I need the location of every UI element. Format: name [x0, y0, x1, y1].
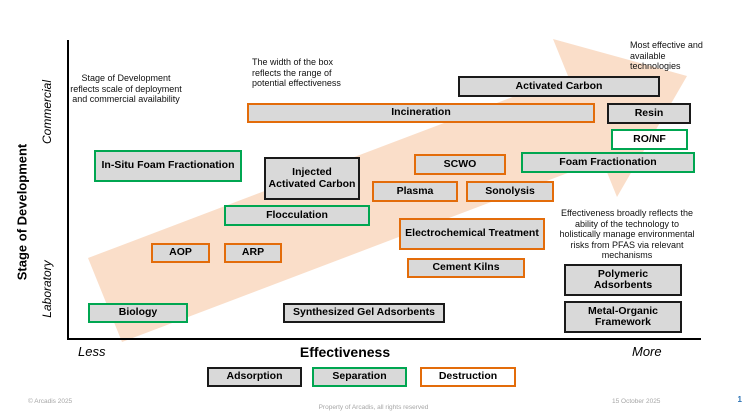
legend-item-label: Destruction [438, 370, 498, 383]
tech-box-biology: Biology [88, 303, 188, 323]
tech-box-label: Electrochemical Treatment [405, 227, 539, 240]
tech-box-plasma: Plasma [372, 181, 458, 202]
y-axis-commercial-label: Commercial [40, 79, 54, 145]
stage-of-development-note: Stage of Development reflects scale of d… [70, 73, 182, 105]
tech-box-label: Cement Kilns [432, 261, 500, 274]
tech-box-label: RO/NF [633, 132, 666, 145]
tech-box-label: Incineration [391, 106, 451, 119]
legend-item-label: Adsorption [226, 370, 283, 383]
tech-box-metal-organic-framework: Metal-Organic Framework [564, 301, 682, 333]
tech-box-label: Injected Activated Carbon [268, 166, 356, 190]
tech-box-injected-activated-carbon: Injected Activated Carbon [264, 157, 360, 200]
tech-box-in-situ-foam-fractionation: In-Situ Foam Fractionation [94, 150, 242, 182]
tech-box-label: SCWO [443, 157, 477, 170]
tech-box-scwo: SCWO [414, 154, 506, 175]
x-axis-title: Effectiveness [299, 344, 391, 360]
tech-box-label: ARP [241, 246, 265, 259]
effectiveness-note: Effectiveness broadly reflects the abili… [559, 208, 695, 261]
tech-box-label: Synthesized Gel Adsorbents [293, 306, 435, 319]
page-number: 1 [737, 395, 742, 404]
tech-box-flocculation: Flocculation [224, 205, 370, 226]
tech-box-label: Activated Carbon [515, 79, 603, 92]
most-effective-note: Most effective and available technologie… [630, 40, 703, 72]
y-axis-laboratory-label: Laboratory [40, 260, 54, 318]
legend-item-separation: Separation [312, 367, 407, 387]
tech-box-synthesized-gel-adsorbents: Synthesized Gel Adsorbents [283, 303, 445, 323]
tech-box-label: Resin [634, 106, 664, 119]
tech-box-label: Sonolysis [485, 184, 535, 197]
tech-box-electrochemical-treatment: Electrochemical Treatment [399, 218, 545, 250]
footer-property-note: Property of Arcadis, all rights reserved [318, 404, 429, 411]
tech-box-label: Metal-Organic Framework [587, 304, 658, 328]
x-axis-less-label: Less [78, 344, 106, 359]
legend-item-label: Separation [332, 370, 387, 383]
tech-box-polymeric-adsorbents: Polymeric Adsorbents [564, 264, 682, 296]
tech-box-incineration: Incineration [247, 103, 595, 123]
tech-box-label: Flocculation [266, 208, 328, 221]
y-axis-title: Stage of Development [14, 143, 30, 281]
tech-box-label: Biology [118, 306, 158, 319]
footer-date: 15 October 2025 [612, 398, 661, 405]
x-axis-line [67, 338, 701, 340]
tech-box-label: AOP [169, 246, 192, 259]
tech-box-label: In-Situ Foam Fractionation [101, 159, 235, 172]
tech-box-ro-nf: RO/NF [611, 129, 688, 150]
tech-box-arp: ARP [224, 243, 282, 263]
tech-box-aop: AOP [151, 243, 210, 263]
tech-box-cement-kilns: Cement Kilns [407, 258, 525, 278]
tech-box-label: Foam Fractionation [559, 155, 657, 168]
x-axis-more-label: More [632, 344, 662, 359]
tech-box-label: Plasma [396, 184, 434, 197]
y-axis-line [67, 40, 69, 340]
footer-copyright: © Arcadis 2025 [28, 398, 73, 405]
legend-item-destruction: Destruction [420, 367, 516, 387]
box-width-note: The width of the box reflects the range … [252, 57, 341, 89]
tech-box-activated-carbon: Activated Carbon [458, 76, 660, 97]
tech-box-foam-fractionation: Foam Fractionation [521, 152, 695, 173]
tech-box-label: Polymeric Adsorbents [593, 267, 653, 291]
tech-box-resin: Resin [607, 103, 691, 124]
legend-item-adsorption: Adsorption [207, 367, 302, 387]
tech-box-sonolysis: Sonolysis [466, 181, 554, 202]
